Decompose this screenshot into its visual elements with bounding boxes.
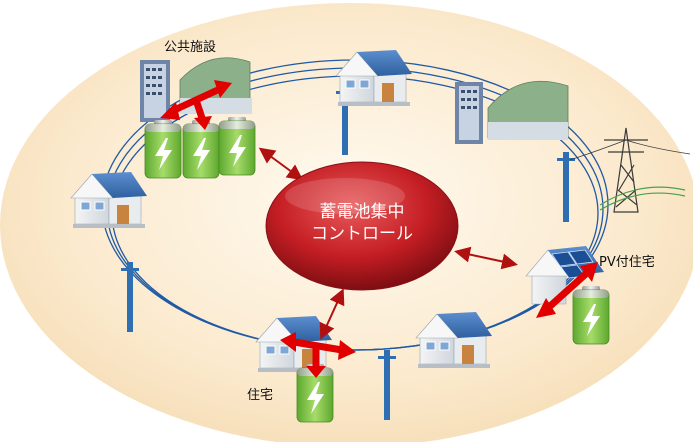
battery-icon (182, 119, 220, 179)
commercial-buildings (455, 80, 569, 144)
public-facility-buildings (140, 57, 252, 122)
controller-label: 蓄電池集中 コントロール (268, 201, 456, 245)
battery-controller-node (265, 161, 459, 291)
pv-house-power-arrow (536, 262, 598, 318)
controller-label-line2: コントロール (311, 224, 413, 244)
control-link-arrows (258, 147, 518, 340)
pv-house-label: PV付住宅 (599, 255, 655, 270)
public-facility-label: 公共施設 (164, 40, 217, 55)
house-power-arrow (280, 332, 356, 378)
battery-icon (218, 116, 256, 176)
house-label: 住宅 (247, 388, 274, 403)
transmission-tower-icon (569, 127, 691, 213)
battery-icon (572, 285, 610, 345)
solar-panel-icon (551, 249, 594, 279)
controller-label-line1: 蓄電池集中 (319, 202, 405, 222)
public-facility-power-arrow (160, 80, 232, 130)
battery-icon (144, 119, 182, 179)
